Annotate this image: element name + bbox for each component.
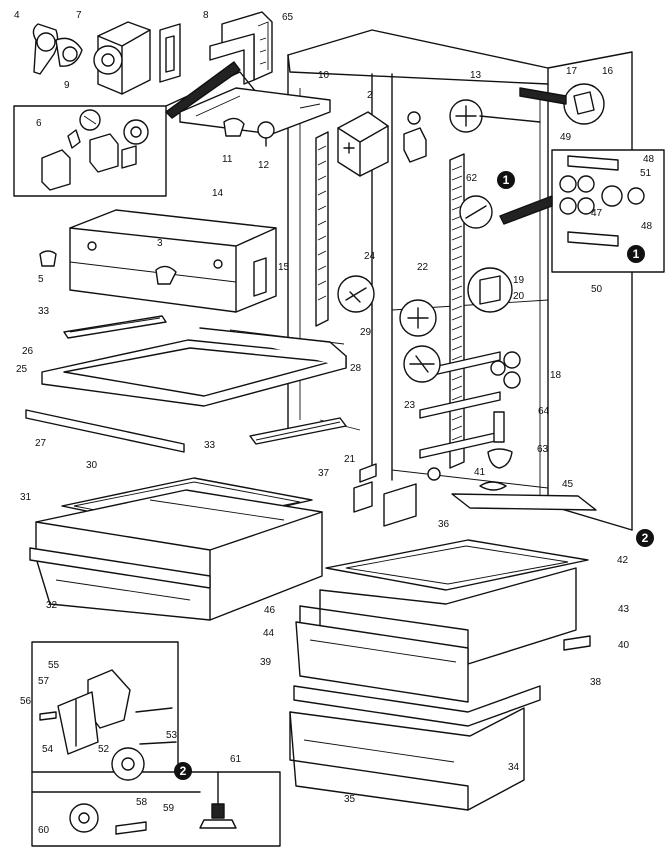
part-label-48: 48 — [643, 154, 655, 165]
part-label-64: 64 — [538, 406, 550, 417]
part-label-28: 28 — [350, 363, 362, 374]
callout-badge-circle — [174, 762, 192, 780]
part-label-14: 14 — [212, 188, 224, 199]
part-label-55: 55 — [48, 660, 60, 671]
part-label-48: 48 — [641, 221, 653, 232]
part-label-42: 42 — [617, 555, 629, 566]
callout-badge-circle — [636, 529, 654, 547]
part-label-23: 23 — [404, 400, 416, 411]
part-label-24: 24 — [364, 251, 376, 262]
part-label-30: 30 — [86, 460, 98, 471]
part-label-54: 54 — [42, 744, 54, 755]
part-label-57: 57 — [38, 676, 50, 687]
callout-badge-number: 2 — [642, 531, 649, 545]
callout-badge-2: 2 — [174, 762, 192, 780]
part-label-35: 35 — [344, 794, 356, 805]
part-label-8: 8 — [203, 10, 209, 21]
top-cover-and-light — [179, 87, 331, 147]
part-label-29: 29 — [360, 327, 372, 338]
shelf-ladder — [315, 131, 465, 469]
part-label-12: 12 — [258, 160, 270, 171]
callout-badge-2: 2 — [636, 529, 654, 547]
part-label-53: 53 — [166, 730, 178, 741]
callout-badge-circle — [627, 245, 645, 263]
part-label-32: 32 — [46, 600, 58, 611]
part-label-60: 60 — [38, 825, 50, 836]
part-label-5: 5 — [38, 274, 44, 285]
part-label-16: 16 — [602, 66, 614, 77]
part-label-22: 22 — [417, 262, 429, 273]
part-label-11: 11 — [222, 154, 233, 165]
bottom-left-inset — [31, 641, 281, 847]
part-label-20: 20 — [513, 291, 525, 302]
right-drawer-stack — [289, 493, 597, 811]
part-label-27: 27 — [35, 438, 47, 449]
part-label-59: 59 — [163, 803, 175, 814]
part-label-18: 18 — [550, 370, 562, 381]
part-label-4: 4 — [14, 10, 20, 21]
part-label-62: 62 — [466, 173, 478, 184]
callout-badge-number: 1 — [633, 247, 640, 261]
part-label-40: 40 — [618, 640, 630, 651]
part-label-33: 33 — [204, 440, 216, 451]
part-label-36: 36 — [438, 519, 450, 530]
part-label-10: 10 — [318, 70, 330, 81]
part-label-50: 50 — [591, 284, 603, 295]
part-label-51: 51 — [640, 168, 652, 179]
part-label-3: 3 — [157, 238, 163, 249]
part-label-58: 58 — [136, 797, 148, 808]
lower-brackets — [353, 463, 417, 527]
part-label-47: 47 — [591, 208, 603, 219]
callout-badge-number: 1 — [503, 173, 510, 187]
part-label-46: 46 — [264, 605, 276, 616]
detail-callouts — [337, 99, 541, 383]
part-label-49: 49 — [560, 132, 572, 143]
callout-badge-1: 1 — [627, 245, 645, 263]
part-label-38: 38 — [590, 677, 602, 688]
part-label-17: 17 — [566, 66, 578, 77]
part-label-7: 7 — [76, 10, 82, 21]
callout-badge-circle — [497, 171, 515, 189]
part-label-2: 2 — [367, 90, 373, 101]
door-bins-rails — [419, 351, 521, 491]
part-label-39: 39 — [260, 657, 272, 668]
right-detail-boxes — [499, 83, 665, 273]
part-label-52: 52 — [98, 744, 110, 755]
part-label-31: 31 — [20, 492, 32, 503]
part-label-61: 61 — [230, 754, 242, 765]
part-label-43: 43 — [618, 604, 630, 615]
top-parts — [32, 11, 273, 95]
part-label-19: 19 — [513, 275, 525, 286]
part-label-41: 41 — [474, 467, 486, 478]
part-label-65: 65 — [282, 12, 294, 23]
part-label-13: 13 — [470, 70, 482, 81]
cover-support-14 — [39, 209, 277, 313]
inset-item-6 — [13, 61, 257, 197]
part-label-44: 44 — [263, 628, 275, 639]
part-label-33: 33 — [38, 306, 50, 317]
part-label-34: 34 — [508, 762, 520, 773]
part-label-56: 56 — [20, 696, 32, 707]
part-label-63: 63 — [537, 444, 549, 455]
part-label-15: 15 — [278, 262, 290, 273]
control-box — [337, 111, 427, 177]
left-crisper-drawer — [29, 477, 323, 621]
part-label-45: 45 — [562, 479, 574, 490]
callout-badge-number: 2 — [180, 764, 187, 778]
part-label-25: 25 — [16, 364, 28, 375]
part-label-9: 9 — [64, 80, 70, 91]
part-label-21: 21 — [344, 454, 356, 465]
upper-shelf — [25, 315, 347, 453]
part-label-6: 6 — [36, 118, 42, 129]
part-label-37: 37 — [318, 468, 330, 479]
callout-badge-1: 1 — [497, 171, 515, 189]
part-label-26: 26 — [22, 346, 34, 357]
